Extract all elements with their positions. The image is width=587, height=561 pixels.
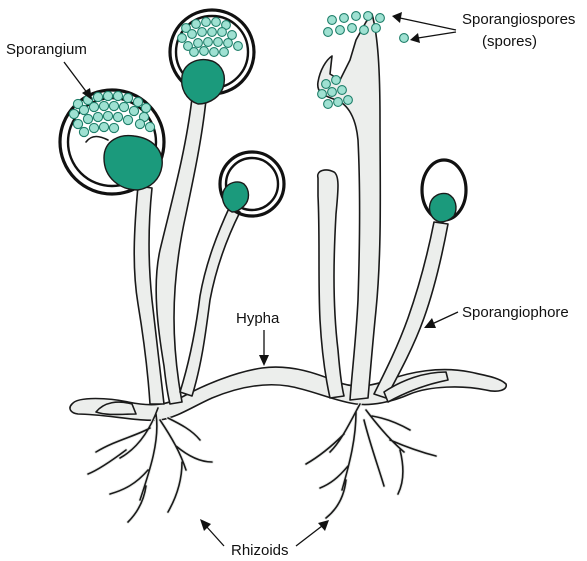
spore <box>210 48 219 57</box>
label-sporangiophore: Sporangiophore <box>462 304 569 321</box>
label-sporangium: Sporangium <box>6 41 87 58</box>
spore <box>344 96 353 105</box>
spore <box>194 39 203 48</box>
spore <box>234 42 243 51</box>
columella-large <box>104 136 162 190</box>
spore <box>190 48 199 57</box>
spore <box>200 47 209 56</box>
spore <box>324 28 333 37</box>
columella-right <box>429 193 456 222</box>
spore <box>348 24 357 33</box>
arrow-sporangiophore <box>424 312 458 328</box>
sporangium-top <box>170 10 254 104</box>
label-rhizoids: Rhizoids <box>231 542 289 559</box>
spore <box>188 30 197 39</box>
spore <box>103 111 112 120</box>
sporangiophore-left-3 <box>180 206 240 396</box>
spore <box>83 114 92 123</box>
spore <box>318 90 327 99</box>
spore <box>376 14 385 23</box>
rhizoids-left <box>88 408 212 522</box>
arrow-sporangium <box>64 62 92 100</box>
spore <box>336 26 345 35</box>
sporangiophore-stub <box>318 170 344 398</box>
columella-top <box>182 60 225 104</box>
spore <box>352 12 361 21</box>
spore <box>73 119 82 128</box>
spore <box>129 106 138 115</box>
spore <box>212 18 221 27</box>
spore <box>141 103 150 112</box>
rhizoids-right <box>306 404 436 518</box>
spore <box>119 102 128 111</box>
spore <box>338 86 347 95</box>
spore <box>218 28 227 37</box>
spore <box>202 18 211 27</box>
label-spores: (spores) <box>482 33 537 50</box>
columella-small <box>222 182 248 212</box>
spore <box>198 28 207 37</box>
arrow-rhizoids-right <box>296 520 329 546</box>
spore <box>99 122 108 131</box>
spore <box>69 109 78 118</box>
sporangium-large <box>60 90 164 194</box>
spore <box>113 91 122 100</box>
spore <box>360 26 369 35</box>
spore <box>178 34 187 43</box>
spore <box>400 34 409 43</box>
spore <box>340 14 349 23</box>
spore <box>214 38 223 47</box>
label-hypha: Hypha <box>236 310 280 327</box>
spore <box>332 76 341 85</box>
spore <box>109 101 118 110</box>
spore <box>113 112 122 121</box>
spore <box>372 24 381 33</box>
spore <box>109 123 118 132</box>
spore <box>204 38 213 47</box>
spore <box>103 91 112 100</box>
spore <box>89 102 98 111</box>
spore <box>123 115 132 124</box>
spore <box>208 28 217 37</box>
spore <box>322 80 331 89</box>
label-sporangiospores: Sporangiospores <box>462 11 575 28</box>
spore <box>123 93 132 102</box>
spore <box>328 16 337 25</box>
arrow-rhizoids-left <box>200 519 224 546</box>
spore <box>99 101 108 110</box>
spore <box>364 12 373 21</box>
spore <box>93 112 102 121</box>
spore <box>145 122 154 131</box>
spore <box>324 100 333 109</box>
spore <box>224 39 233 48</box>
spore <box>135 119 144 128</box>
spore <box>93 92 102 101</box>
spore <box>328 88 337 97</box>
sporangium-right <box>422 160 466 222</box>
spore <box>192 20 201 29</box>
spore <box>334 98 343 107</box>
spore <box>89 123 98 132</box>
sporangium-small <box>220 152 284 216</box>
spore <box>79 105 88 114</box>
spore <box>228 31 237 40</box>
spore <box>79 127 88 136</box>
arrow-hypha <box>259 330 269 366</box>
spore <box>133 97 142 106</box>
spore <box>220 48 229 57</box>
